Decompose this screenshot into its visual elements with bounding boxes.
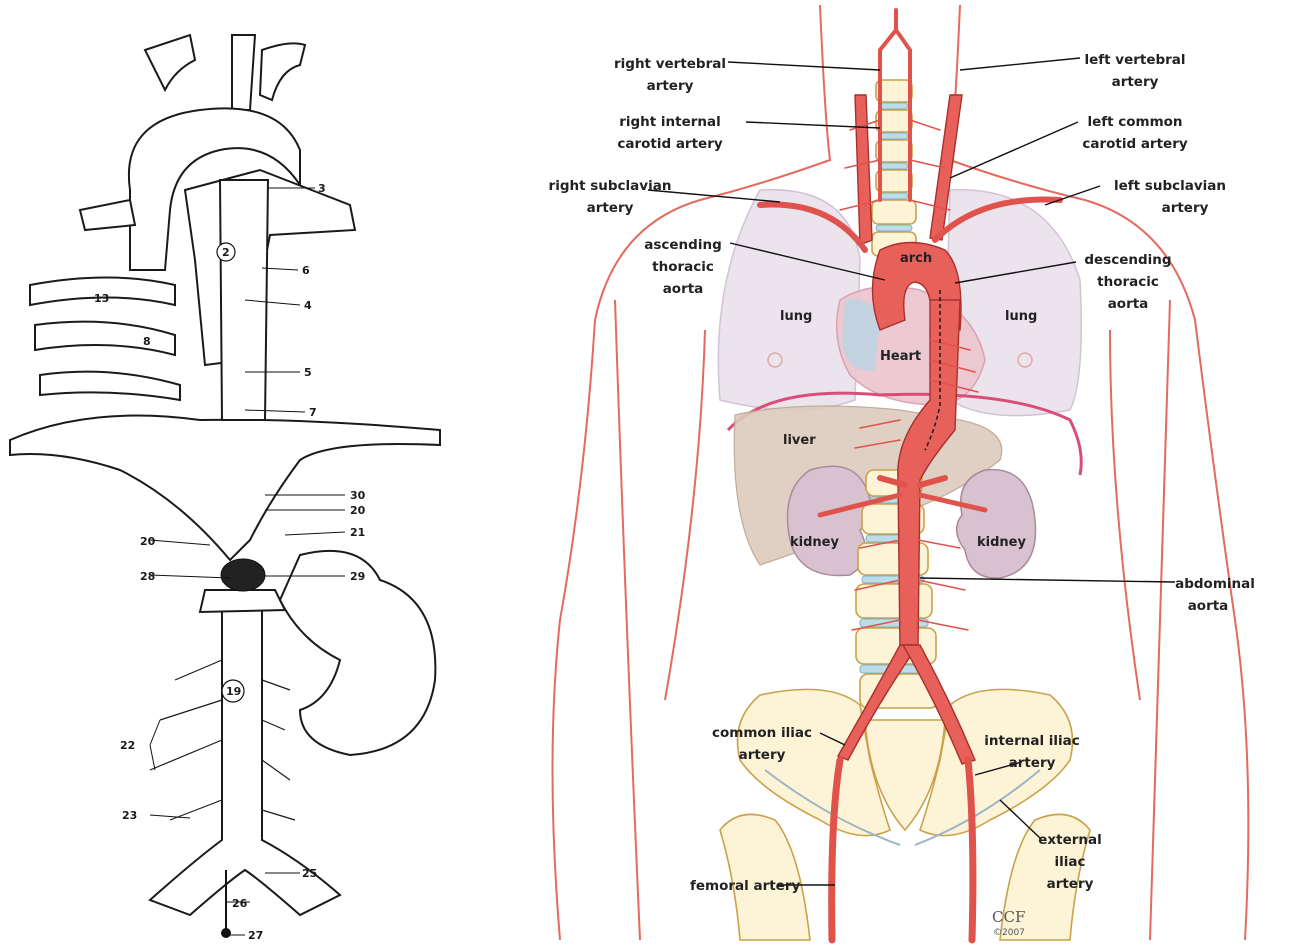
celiac-trunk-drawing — [200, 590, 285, 612]
number-8: 8 — [143, 335, 151, 348]
number-28: 28 — [140, 570, 155, 583]
label-femoral-artery: femoral artery — [690, 878, 801, 894]
right-anatomical-illustration: arch lung lung Heart liver kidney kidney… — [549, 5, 1255, 940]
label-abdominal-aorta: abdominal aorta — [1175, 576, 1255, 614]
number-26: 26 — [232, 897, 248, 910]
label-liver: liver — [783, 433, 816, 448]
number-22: 22 — [120, 739, 135, 752]
descending-aorta-drawing — [220, 180, 268, 420]
label-text: artery — [1009, 755, 1056, 771]
label-text: left common — [1087, 114, 1182, 130]
arm-inner-left — [615, 300, 640, 940]
label-text: common iliac — [712, 725, 812, 741]
label-text: abdominal — [1175, 576, 1255, 592]
number-4: 4 — [304, 299, 312, 312]
number-19: 19 — [226, 685, 241, 698]
right-common-carotid — [855, 95, 872, 245]
label-text: aorta — [1108, 296, 1149, 312]
credit-ccf: CCF — [992, 908, 1025, 926]
rib-3 — [40, 372, 180, 400]
label-text: right internal — [619, 114, 721, 130]
label-text: artery — [647, 78, 694, 94]
label-text: carotid artery — [617, 136, 723, 152]
label-kidney-right: kidney — [977, 535, 1026, 550]
number-7: 7 — [309, 406, 317, 419]
label-text: carotid artery — [1082, 136, 1188, 152]
number-30: 30 — [350, 489, 366, 502]
pulmonary-trunk-drawing — [185, 170, 355, 365]
number-20-right: 20 — [350, 504, 366, 517]
label-arch: arch — [900, 251, 932, 266]
label-left-subclavian: left subclavian artery — [1114, 178, 1226, 216]
label-right-subclavian: right subclavian artery — [549, 178, 672, 216]
azygos-branch-drawing — [80, 200, 135, 230]
label-descending-thoracic-aorta: descending thoracic aorta — [1084, 252, 1171, 312]
torso-side-left — [665, 330, 705, 700]
number-23: 23 — [122, 809, 137, 822]
number-13: 13 — [94, 292, 109, 305]
number-27: 27 — [248, 929, 263, 942]
label-ascending-thoracic-aorta: ascending thoracic aorta — [644, 237, 721, 297]
label-text: left subclavian — [1114, 178, 1226, 194]
label-lung-right: lung — [1005, 309, 1037, 324]
label-text: artery — [1112, 74, 1159, 90]
label-text: right subclavian — [549, 178, 672, 194]
number-29: 29 — [350, 570, 365, 583]
label-right-vertebral: right vertebral artery — [614, 56, 726, 94]
arm-inner-right — [1150, 300, 1170, 940]
label-text: internal iliac — [984, 733, 1080, 749]
label-text: artery — [1047, 876, 1094, 892]
label-text: aorta — [1188, 598, 1229, 614]
rib-2 — [35, 322, 175, 355]
label-text: artery — [739, 747, 786, 763]
neck-vessel-3 — [260, 43, 305, 100]
credit-year: ©2007 — [993, 928, 1025, 938]
neck-vessel-2 — [232, 35, 255, 110]
label-lung-left: lung — [780, 309, 812, 324]
number-2: 2 — [222, 246, 230, 259]
label-text: artery — [1162, 200, 1209, 216]
number-25: 25 — [302, 867, 317, 880]
label-right-internal-carotid: right internal carotid artery — [617, 114, 723, 152]
left-anatomical-drawing: 3 2 6 4 13 8 5 7 30 20 21 20 28 29 19 22… — [10, 35, 440, 942]
label-text: thoracic — [652, 259, 714, 275]
number-20-left: 20 — [140, 535, 156, 548]
label-text: right vertebral — [614, 56, 726, 72]
label-left-vertebral: left vertebral artery — [1084, 52, 1185, 90]
label-heart: Heart — [880, 349, 921, 364]
celiac-node-drawing — [221, 559, 265, 591]
label-text: iliac — [1055, 854, 1086, 870]
number-3: 3 — [318, 182, 326, 195]
label-kidney-left: kidney — [790, 535, 839, 550]
number-21: 21 — [350, 526, 365, 539]
label-text: left vertebral — [1084, 52, 1185, 68]
label-text: descending — [1084, 252, 1171, 268]
label-text: artery — [587, 200, 634, 216]
label-text: ascending — [644, 237, 721, 253]
sacral-end-drawing — [221, 928, 231, 938]
torso-side-right — [1110, 330, 1140, 700]
number-5: 5 — [304, 366, 312, 379]
diaphragm-drawing — [10, 416, 440, 561]
number-6: 6 — [302, 264, 310, 277]
label-text: aorta — [663, 281, 704, 297]
right-kidney-shape — [957, 470, 1036, 579]
label-left-common-carotid: left common carotid artery — [1082, 114, 1188, 152]
label-text: external — [1038, 832, 1101, 848]
neck-vessel-1 — [145, 35, 195, 90]
label-text: thoracic — [1097, 274, 1159, 290]
